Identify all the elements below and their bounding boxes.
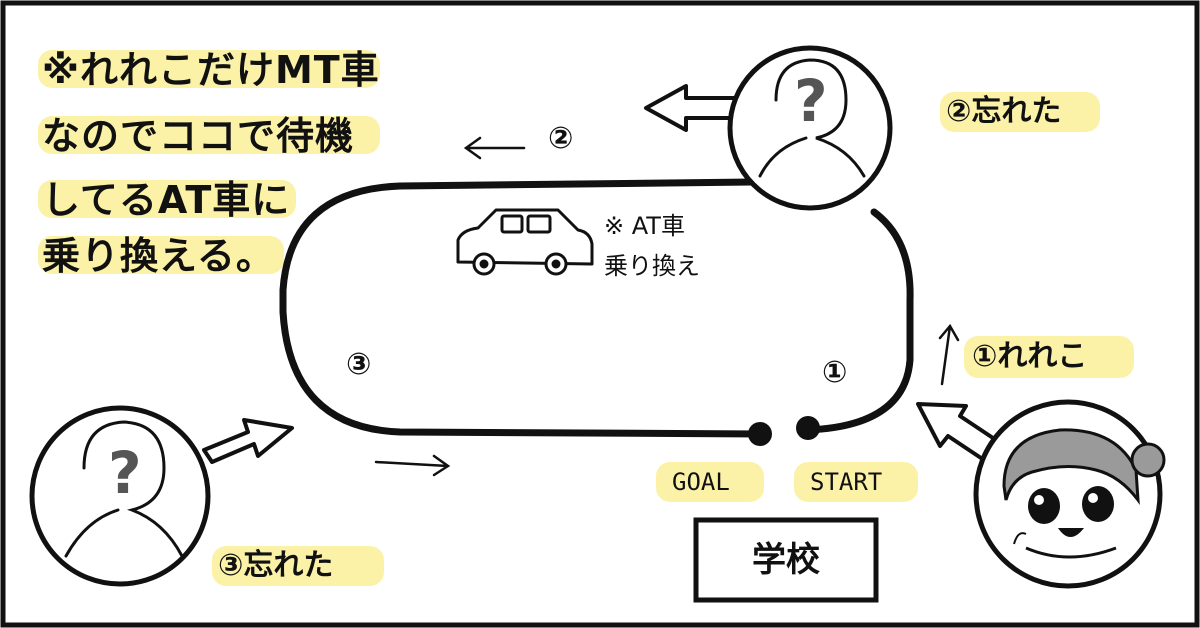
- arrow-to-left: [644, 84, 740, 132]
- school-label: 学校: [752, 540, 820, 580]
- note-line-1: ※れれこだけMT車: [42, 48, 380, 92]
- forgot-3-label: ③忘れた: [218, 548, 334, 583]
- car-icon: [456, 208, 594, 276]
- start-dot: [796, 416, 820, 440]
- reireko-label: ①れれこ: [972, 339, 1088, 374]
- unknown-person-bottom-mark: ?: [108, 439, 142, 507]
- arrow-to-track-right: [916, 402, 998, 462]
- school-box: [693, 517, 879, 603]
- step-1-marker: ①: [822, 355, 848, 390]
- goal-label: GOAL: [672, 468, 730, 496]
- direction-arrow-top: [463, 136, 526, 160]
- unknown-person-bottom: [29, 405, 211, 587]
- unknown-person-top: [727, 45, 893, 211]
- unknown-person-top-mark: ?: [794, 67, 828, 135]
- start-label: START: [810, 468, 883, 496]
- arrow-to-track-left: [202, 418, 294, 464]
- forgot-2-label: ②忘れた: [946, 94, 1062, 129]
- car-note-line-2: 乗り換え: [604, 252, 700, 280]
- step-3-marker: ③: [346, 347, 372, 382]
- step-2-marker: ②: [548, 121, 574, 156]
- note-line-4: 乗り換える。: [42, 234, 275, 278]
- note-line-3: してるAT車に: [42, 178, 291, 222]
- direction-arrow-bottom: [374, 454, 451, 477]
- highlighter-marks: [38, 50, 1134, 586]
- note-line-2: なのでココで待機: [42, 114, 355, 158]
- car-note-line-1: ※ AT車: [604, 212, 685, 240]
- goal-dot: [748, 422, 772, 446]
- reireko-face: [973, 399, 1166, 589]
- direction-arrow-right: [938, 323, 960, 386]
- race-track: [279, 178, 914, 438]
